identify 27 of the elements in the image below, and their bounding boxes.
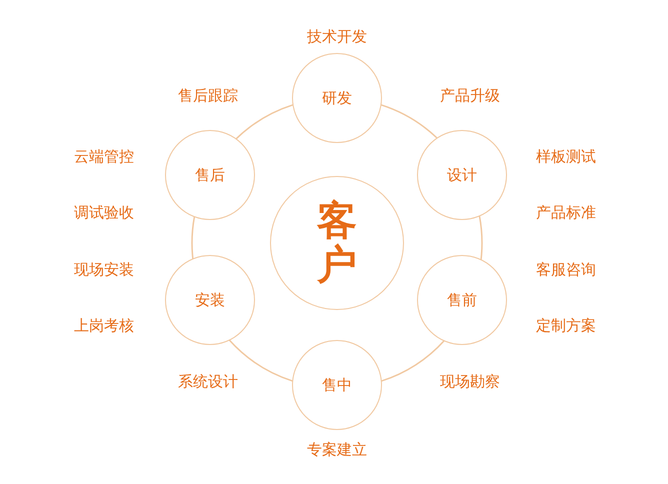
node-label: 客户 (317, 199, 357, 287)
connector-arc (191, 216, 196, 260)
step-label: 技术开发 (307, 28, 367, 46)
step-label: 现场勘察 (440, 372, 500, 392)
connector-arc (381, 340, 445, 382)
node-label: 售后 (195, 166, 225, 184)
connector-arc (228, 339, 293, 382)
step-label: 系统设计 (178, 372, 238, 392)
step-label: 专案建立 (307, 440, 367, 460)
connector-arc (236, 104, 293, 140)
node-label: 安装 (195, 290, 225, 310)
connector-arc (381, 104, 438, 139)
step-label: 客服咨询 (536, 260, 596, 280)
node-label: 设计 (447, 166, 477, 184)
step-label: 样板测试 (536, 148, 596, 166)
connector-arc (478, 216, 483, 260)
step-label: 定制方案 (536, 316, 596, 336)
step-label: 产品标准 (536, 204, 596, 222)
step-label: 云端管控 (74, 148, 134, 166)
node-label: 研发 (322, 88, 352, 108)
step-label: 调试验收 (74, 204, 134, 222)
step-label: 现场安装 (74, 260, 134, 280)
step-label: 上岗考核 (74, 316, 134, 336)
node-label: 售前 (447, 290, 477, 310)
step-label: 售后跟踪 (178, 86, 238, 106)
step-label: 产品升级 (440, 86, 500, 106)
node-label: 售中 (322, 376, 352, 394)
